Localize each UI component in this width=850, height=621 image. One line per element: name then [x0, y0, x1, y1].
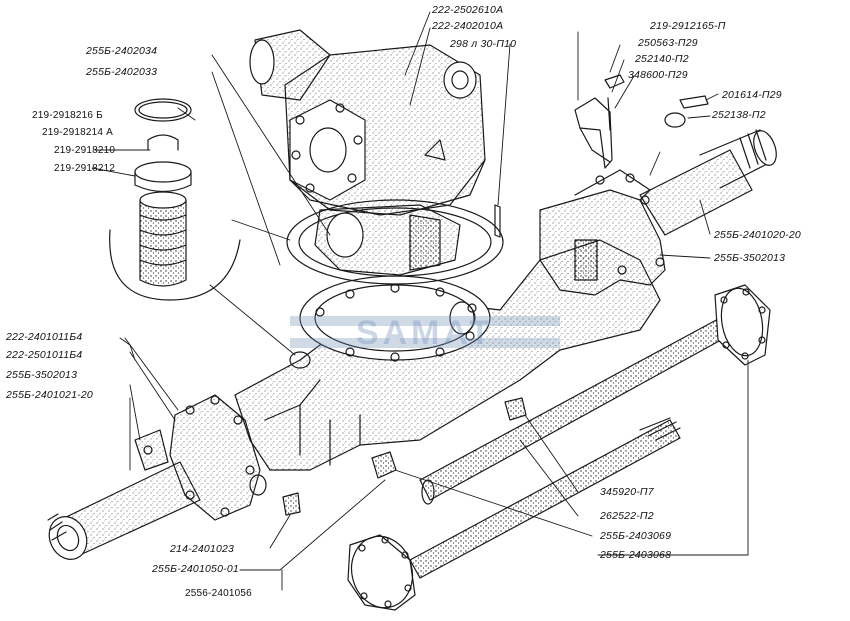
- part-label: 222-2401011Б4: [6, 331, 83, 343]
- part-label: 252140-П2: [635, 53, 689, 65]
- crown-gear: [314, 204, 461, 276]
- part-label: 214-2401023: [170, 543, 235, 555]
- plugs: [282, 397, 527, 516]
- part-label: 219-2918216 Б: [32, 110, 103, 121]
- part-label: 201614-П29: [722, 89, 782, 101]
- part-label: 348600-П29: [628, 69, 688, 81]
- part-label: 255Б-2401021-20: [6, 389, 93, 401]
- left-axle-tube: [47, 461, 201, 560]
- part-label: 345920-П7: [600, 486, 654, 498]
- part-label: 219-2918214 А: [42, 127, 113, 138]
- seal-rings: [109, 98, 241, 301]
- part-label: 255Б-2402034: [86, 45, 158, 57]
- left-flange: [134, 394, 267, 521]
- part-label: 255Б-2401020-20: [714, 229, 801, 241]
- axle-housing: [234, 239, 661, 471]
- right-axle-tube: [639, 129, 777, 236]
- part-label: 255Б-3502013: [6, 369, 78, 381]
- bracket: [494, 74, 709, 238]
- part-label: 222-2501011Б4: [6, 349, 83, 361]
- part-label: 255Б-2403068: [600, 549, 672, 561]
- part-label: 222-2502610А: [432, 4, 504, 16]
- part-label: 298 л 30-П10: [450, 38, 517, 50]
- part-label: 262522-П2: [600, 510, 654, 522]
- half-shaft-upper: [419, 284, 771, 505]
- part-label: 222-2402010А: [432, 20, 504, 32]
- piston-stack: [139, 191, 187, 287]
- half-shaft-lower: [347, 417, 681, 611]
- part-label: 255Б-2402033: [86, 66, 158, 78]
- part-label: 219-2918210: [54, 145, 116, 156]
- part-label: 219-2912165-П: [650, 20, 726, 32]
- part-label: 255Б-2401050-01: [152, 563, 239, 575]
- part-label: 250563-П29: [638, 37, 698, 49]
- part-label: 255Б-3502013: [714, 252, 786, 264]
- leader-lines: [91, 11, 749, 591]
- part-label: 2556-2401056: [185, 588, 252, 599]
- part-label: 219-2918212: [54, 163, 116, 174]
- part-label: 252138-П2: [712, 109, 766, 121]
- differential-carrier: [249, 29, 486, 216]
- right-flange: [539, 169, 666, 296]
- part-label: 255Б-2403069: [600, 530, 672, 542]
